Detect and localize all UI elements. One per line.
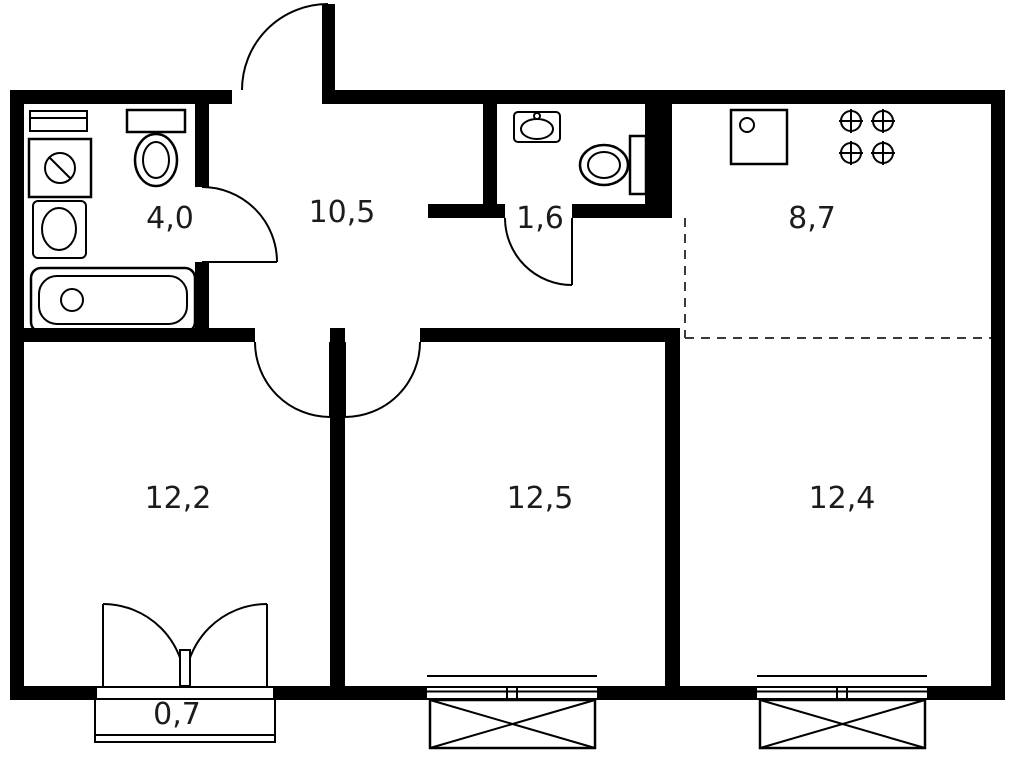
bedroom-left-door xyxy=(254,341,331,418)
bathroom-door xyxy=(201,186,278,263)
room-label-wc: 1,6 xyxy=(516,201,564,236)
stove-icon xyxy=(839,109,895,165)
interior-walls xyxy=(24,104,680,700)
bathtub-icon xyxy=(29,266,197,334)
room-label-bedroom-middle: 12,5 xyxy=(507,481,574,516)
room-label-bathroom: 4,0 xyxy=(146,201,194,236)
room-label-bedroom-left: 12,2 xyxy=(145,481,212,516)
balcony-outline xyxy=(94,700,276,743)
wc-toilet-icon xyxy=(578,134,648,196)
toilet-icon xyxy=(125,108,187,188)
window-right xyxy=(757,675,927,750)
window-middle xyxy=(427,675,597,750)
wc-door xyxy=(504,217,573,286)
entry-door xyxy=(241,3,335,91)
room-label-hallway: 10,5 xyxy=(309,195,376,230)
dashed-kitchen-boundary xyxy=(684,218,991,339)
room-labels: 4,0 10,5 1,6 8,7 12,2 12,5 12,4 0,7 xyxy=(145,195,876,732)
kitchen-sink-icon xyxy=(729,108,789,166)
washing-machine-icon xyxy=(27,137,93,199)
shelf-icon xyxy=(29,110,88,132)
room-label-room-right: 12,4 xyxy=(809,481,876,516)
room-label-kitchen: 8,7 xyxy=(788,201,836,236)
balcony-doors xyxy=(97,603,273,700)
room-label-balcony: 0,7 xyxy=(153,697,201,732)
bedroom-middle-door xyxy=(344,341,421,418)
outer-walls xyxy=(10,90,1005,700)
washbasin-icon xyxy=(32,200,87,259)
wc-sink-icon xyxy=(513,111,561,143)
